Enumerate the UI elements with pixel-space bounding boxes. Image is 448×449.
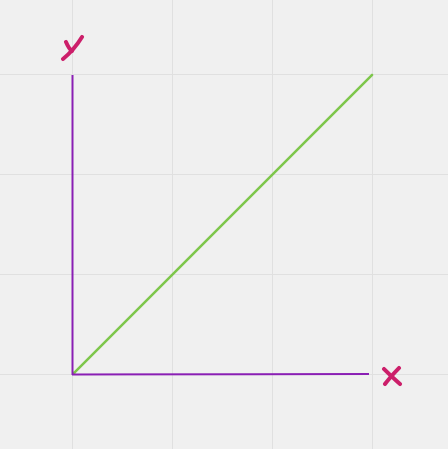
diagonal-line (71, 73, 374, 376)
x-axis-label (382, 366, 402, 386)
y-axis-label (61, 35, 84, 61)
x-axis (71, 373, 370, 376)
